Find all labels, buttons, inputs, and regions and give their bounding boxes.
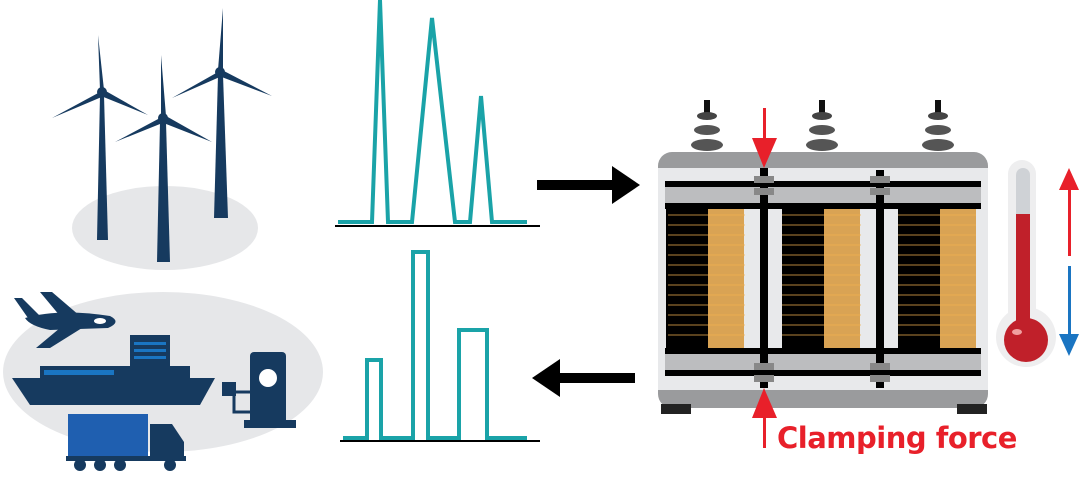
truck-icon — [66, 414, 186, 471]
temperature-down-arrow-icon — [1059, 266, 1079, 356]
bushings — [691, 100, 954, 151]
ship-icon — [12, 335, 215, 405]
airplane-icon — [14, 292, 116, 348]
wind-turbines-icon — [52, 8, 272, 270]
coil — [666, 209, 744, 348]
clamping-force-arrows — [752, 108, 777, 448]
clamping-rod — [760, 168, 768, 388]
fluctuating-load-signal — [335, 0, 540, 227]
arrow-right-icon — [537, 166, 640, 204]
arrow-left-icon — [532, 359, 635, 397]
ev-charger-icon — [222, 352, 296, 428]
transport-icons — [3, 292, 323, 471]
winding-lines — [668, 214, 976, 336]
pulsed-load-signal — [340, 250, 540, 442]
coil — [782, 209, 860, 348]
thermometer-icon — [996, 160, 1056, 367]
clamping-force-label: Clamping force — [777, 421, 1017, 455]
clamping-rod — [876, 170, 884, 388]
transformer-icon — [658, 100, 988, 414]
temperature-up-arrow-icon — [1059, 168, 1079, 256]
coil — [898, 209, 976, 348]
